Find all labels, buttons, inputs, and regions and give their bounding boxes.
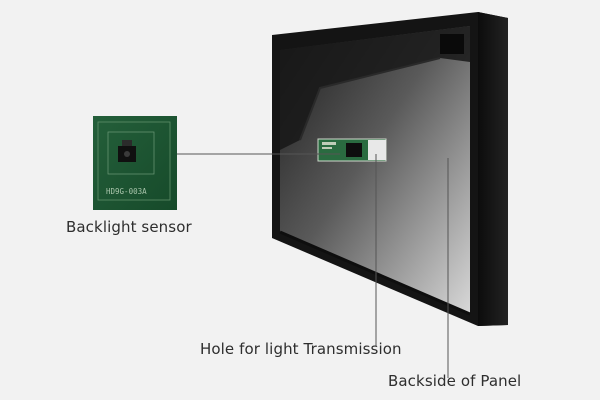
label-hole-for-light-transmission: Hole for light Transmission [200, 340, 402, 358]
leader-lines [177, 153, 449, 378]
panel-inner-bottom-edge [279, 230, 471, 316]
board-chip-code: HD9G-003A [106, 187, 147, 196]
mounted-sensor-board [317, 138, 387, 162]
sensor-zoom-image: HD9G-003A [93, 116, 177, 210]
panel-ridge-line [299, 57, 441, 141]
label-backlight-sensor: Backlight sensor [66, 218, 192, 236]
panel-side-edge [478, 12, 508, 326]
panel-shadow-region [280, 26, 470, 150]
label-backside-of-panel: Backside of Panel [388, 372, 522, 390]
display-panel [272, 12, 508, 326]
panel-back-surface [280, 26, 470, 314]
panel-corner-block [440, 34, 464, 54]
